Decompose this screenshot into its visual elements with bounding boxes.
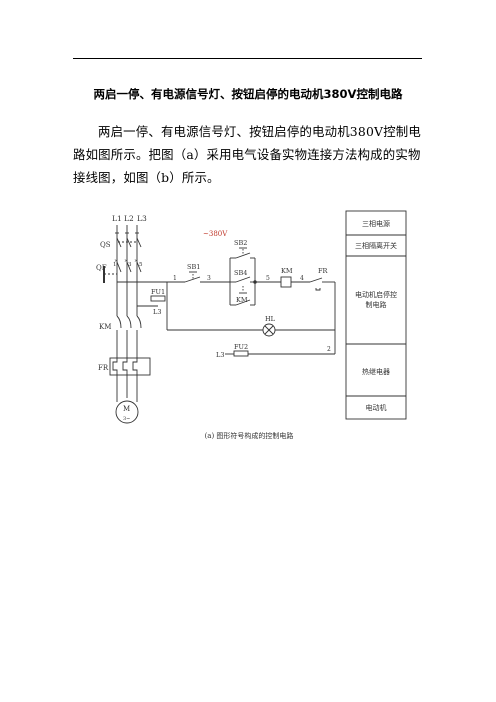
legend-power: 三相电源 <box>362 219 390 228</box>
label-qf: QF <box>96 264 107 272</box>
label-l1: L1 <box>112 214 122 223</box>
label-motor-phase: 3~ <box>123 416 130 422</box>
svg-text:×: × <box>134 258 138 264</box>
hl-lamp-line <box>167 323 335 337</box>
motor-symbol <box>115 400 139 424</box>
svg-text:×: × <box>114 258 118 264</box>
qs-switch <box>115 232 142 248</box>
pole-1: 1 <box>113 262 117 268</box>
label-fu2: FU2 <box>234 343 248 351</box>
document-title: 两启一停、有电源信号灯、按钮启停的电动机380V控制电路 <box>93 87 403 101</box>
figure-caption: (a) 图形符号构成的控制电路 <box>205 431 294 440</box>
control-bottom-line <box>225 350 335 357</box>
legend-control: 电动机启停控制电路 <box>355 291 397 309</box>
label-l2: L2 <box>124 214 134 223</box>
legend-table <box>345 210 407 420</box>
label-l3: L3 <box>137 214 147 223</box>
label-sb1: SB1 <box>187 263 200 271</box>
node-1: 1 <box>173 275 177 282</box>
label-l3-upper: L3 <box>153 308 161 316</box>
fr-thermal-elements <box>109 357 151 402</box>
node-3: 3 <box>207 275 211 282</box>
legend-isolator: 三相隔离开关 <box>355 241 397 250</box>
node-5: 5 <box>266 275 270 282</box>
svg-text:×: × <box>124 258 128 264</box>
label-km-aux: KM <box>236 296 248 304</box>
qf-breaker: × × × <box>103 258 142 283</box>
node-4: 4 <box>300 275 304 282</box>
legend-motor: 电动机 <box>366 403 387 412</box>
label-qs: QS <box>100 241 111 249</box>
header-rule <box>73 58 422 59</box>
legend-thermal: 热继电器 <box>362 367 390 376</box>
label-fr-contact: FR <box>318 267 329 275</box>
label-km-main: KM <box>99 323 111 331</box>
label-sb2: SB2 <box>234 239 247 247</box>
label-km-coil: KM <box>281 267 293 275</box>
km-main-contacts <box>116 300 142 358</box>
label-hl: HL <box>265 315 276 323</box>
label-voltage: ~380V <box>203 230 228 238</box>
body-paragraph: 两启一停、有电源信号灯、按钮启停的电动机380V控制电路如图所示。把图（a）采用… <box>73 124 421 185</box>
label-sb4: SB4 <box>234 269 247 277</box>
label-fu1: FU1 <box>151 288 165 296</box>
label-l3-lower: L3 <box>216 351 224 359</box>
label-motor-m: M <box>123 405 130 413</box>
node-2: 2 <box>327 346 331 353</box>
pole-5: 5 <box>139 262 143 268</box>
control-left-branch <box>117 281 168 330</box>
control-top-line <box>167 247 336 354</box>
pole-3: 3 <box>128 262 132 268</box>
label-fr-main: FR <box>98 364 109 372</box>
